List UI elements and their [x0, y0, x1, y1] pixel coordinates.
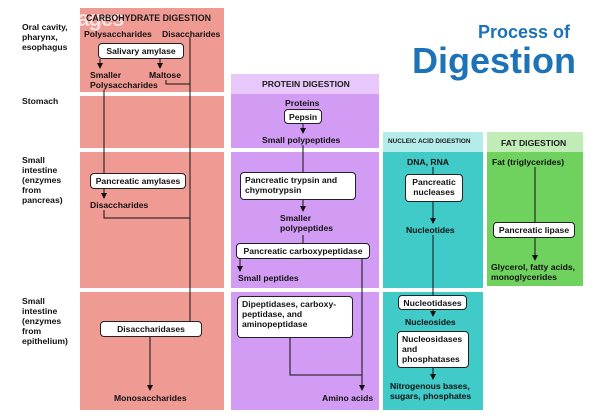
title-line2: Digestion — [412, 40, 577, 81]
protein-proteins: Proteins — [285, 98, 320, 108]
protein-smaller-polypeptides: Smaller polypeptides — [280, 213, 334, 233]
carb-connector — [103, 210, 190, 219]
protein-small-polypeptides: Small polypeptides — [262, 135, 341, 145]
carb-column — [80, 8, 224, 410]
row-divider — [231, 288, 379, 292]
carb-disaccharides-top: Disaccharides — [162, 29, 221, 39]
protein-header-band — [231, 74, 379, 94]
disaccharidases-box: Disaccharidases — [100, 321, 202, 337]
watermark: gettyimages — [6, 6, 124, 31]
carb-maltose: Maltose — [149, 70, 181, 80]
fat-triglycerides: Fat (triglycerides) — [492, 157, 565, 167]
protein-connector — [289, 338, 362, 376]
nucleotidases-box: Nucleotidases — [398, 295, 467, 310]
salivary-amylase-box: Salivary amylase — [98, 43, 184, 59]
protein-amino-acids: Amino acids — [322, 393, 374, 403]
pancreatic-lipase-box: Pancreatic lipase — [493, 222, 575, 238]
row-label-small-intestine-epithelium: Small intestine (enzymes from epithelium… — [22, 296, 68, 346]
dipeptidases-box: Dipeptidases, carboxy- peptidase, and am… — [237, 296, 353, 338]
fat-header: FAT DIGESTION — [501, 138, 567, 148]
title-line1: Process of — [478, 22, 571, 42]
carb-monosaccharides: Monosaccharides — [114, 393, 187, 403]
row-label-oral: Oral cavity, pharynx, esophagus — [22, 22, 68, 52]
protein-small-peptides: Small peptides — [238, 273, 299, 283]
carb-polysaccharides: Polysaccharides — [84, 29, 152, 39]
nucleic-header-band — [383, 132, 483, 152]
row-divider — [80, 148, 224, 152]
fat-products: Glycerol, fatty acids, monoglycerides — [491, 262, 576, 282]
fat-header-band — [487, 132, 583, 152]
pancreatic-amylases-box: Pancreatic amylases — [90, 173, 186, 189]
row-divider — [80, 92, 224, 96]
row-divider — [80, 288, 224, 292]
nucleosidases-box: Nucleosidases and phosphatases — [397, 331, 469, 368]
row-divider — [231, 148, 379, 152]
row-label-small-intestine-pancreas: Small intestine (enzymes from pancreas) — [22, 155, 63, 205]
nucleic-nucleosides: Nucleosides — [405, 317, 456, 327]
row-label-stomach: Stomach — [22, 96, 59, 106]
nucleic-nucleotides: Nucleotides — [406, 225, 455, 235]
nucleic-dna-rna: DNA, RNA — [407, 157, 450, 167]
carboxypeptidase-box: Pancreatic carboxypeptidase — [236, 243, 370, 259]
protein-header: PROTEIN DIGESTION — [262, 79, 350, 89]
carb-smaller-polysaccharides: Smaller Polysaccharides — [90, 70, 158, 90]
trypsin-box: Pancreatic trypsin and chymotrypsin — [240, 172, 356, 200]
carb-connector — [165, 80, 190, 85]
nucleic-products: Nitrogenous bases, sugars, phosphates — [390, 381, 472, 401]
carb-disaccharides: Disaccharides — [90, 200, 149, 210]
nucleic-header: NUCLEIC ACID DIGESTION — [388, 138, 471, 145]
pancreatic-nucleases-box: Pancreatic nucleases — [405, 174, 463, 202]
pepsin-box: Pepsin — [284, 109, 322, 124]
carb-header: CARBOHYDRATE DIGESTION — [86, 13, 211, 23]
